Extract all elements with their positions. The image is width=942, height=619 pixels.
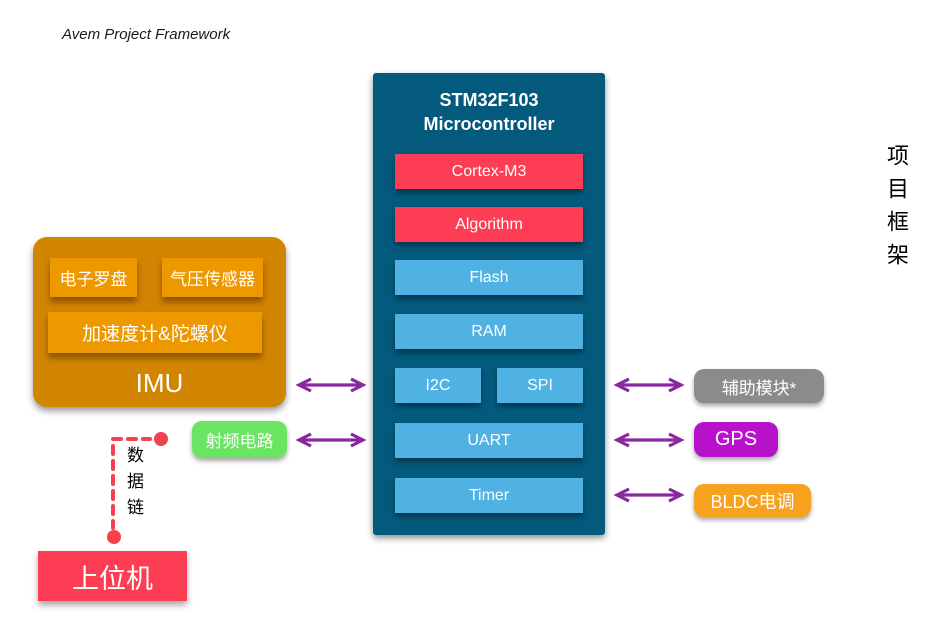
arrow-rf-uart — [295, 432, 367, 448]
frame-label-vertical: 项目框架 — [884, 144, 909, 276]
mcu-title-line2: Microcontroller — [423, 114, 555, 134]
arrow-timer-bldc — [613, 487, 685, 503]
datalink-dashed-connector — [107, 432, 168, 544]
aux-module-block: 辅助模块* — [694, 369, 824, 403]
page-title: Avem Project Framework — [62, 26, 231, 43]
mcu-block: STM32F103 Microcontroller Cortex-M3 Algo… — [373, 73, 605, 535]
block-uart: UART — [395, 423, 583, 458]
arrow-imu-mcu — [295, 377, 367, 393]
block-compass: 电子罗盘 — [50, 258, 137, 297]
block-ram: RAM — [395, 314, 583, 349]
datalink-label: 数据链 — [124, 446, 143, 524]
arrow-uart-gps — [613, 432, 685, 448]
imu-label: IMU — [135, 368, 184, 398]
block-i2c: I2C — [395, 368, 481, 403]
block-algorithm: Algorithm — [395, 207, 583, 242]
block-flash: Flash — [395, 260, 583, 295]
gps-block: GPS — [694, 422, 778, 457]
bldc-esc-block: BLDC电调 — [694, 484, 811, 517]
imu-block: 电子罗盘 气压传感器 加速度计&陀螺仪 IMU — [33, 237, 286, 407]
mcu-title: STM32F103 Microcontroller — [373, 88, 605, 136]
block-spi: SPI — [497, 368, 583, 403]
mcu-title-line1: STM32F103 — [439, 90, 539, 110]
arrow-spi-aux — [613, 377, 685, 393]
block-cortex-m3: Cortex-M3 — [395, 154, 583, 189]
block-barometer: 气压传感器 — [162, 258, 263, 297]
rf-circuit-block: 射频电路 — [192, 421, 287, 458]
host-computer-block: 上位机 — [38, 551, 187, 601]
block-accel-gyro: 加速度计&陀螺仪 — [48, 312, 262, 353]
block-timer: Timer — [395, 478, 583, 513]
